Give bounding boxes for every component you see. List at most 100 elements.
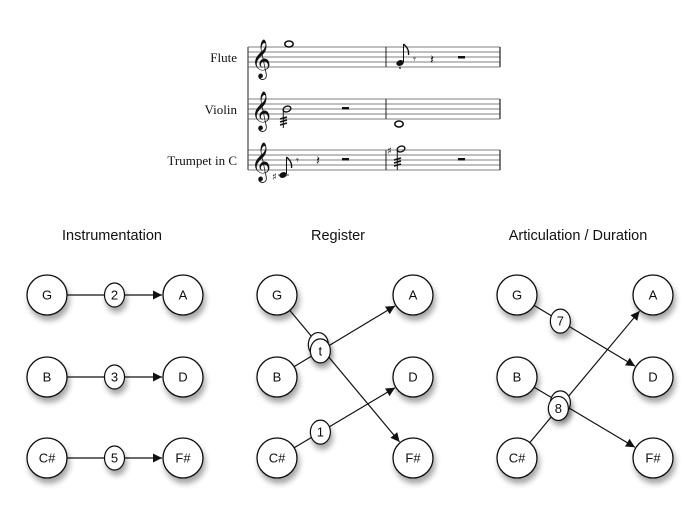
edge-label: 3 xyxy=(103,364,126,390)
node-target-d: D xyxy=(392,356,434,398)
node-circle xyxy=(162,274,204,316)
node-circle xyxy=(496,274,538,316)
treble-clef-icon: 𝄞 xyxy=(251,91,271,132)
tremolo-stroke xyxy=(279,122,288,126)
edge-label-text: 7 xyxy=(557,314,564,329)
node-target-f-sharp: F# xyxy=(632,437,674,479)
node-source-g: G xyxy=(496,274,538,316)
edge-label-text: 5 xyxy=(111,451,118,466)
staff-label-trumpet: Trumpet in C xyxy=(167,153,237,168)
edge-label: t xyxy=(309,338,331,364)
edge-b-to-fs xyxy=(533,386,636,448)
node-circle xyxy=(392,437,434,479)
node-label: D xyxy=(178,370,187,385)
node-circle xyxy=(162,356,204,398)
panel-instrumentation: GBC#ADF#235 xyxy=(26,274,204,479)
sharp-icon: ♯ xyxy=(272,172,277,183)
edge-label-oval xyxy=(103,445,126,471)
edge-label-oval xyxy=(103,364,126,390)
node-label: C# xyxy=(39,451,56,466)
edge-label-text: 1 xyxy=(317,425,324,440)
note-flag xyxy=(286,156,293,169)
eighth-rest: 𝄾 xyxy=(296,154,299,167)
panel-title-register: Register xyxy=(311,228,365,244)
treble-clef-icon: 𝄞 xyxy=(251,142,271,183)
node-circle xyxy=(256,356,298,398)
edge-label-text: 8 xyxy=(555,401,562,416)
node-source-g: G xyxy=(26,274,68,316)
node-source-b: B xyxy=(256,356,298,398)
tremolo-stroke xyxy=(393,163,402,167)
edge-label-oval xyxy=(309,419,331,445)
node-target-f-sharp: F# xyxy=(392,437,434,479)
node-label: B xyxy=(43,370,52,385)
note-flag xyxy=(403,43,410,56)
quarter-rest: 𝄽 xyxy=(430,53,434,68)
edge-label-oval xyxy=(549,308,571,334)
edge-b-to-a xyxy=(293,305,396,368)
eighth-rest: 𝄾 xyxy=(413,53,416,66)
node-label: G xyxy=(272,288,282,303)
node-circle xyxy=(496,356,538,398)
quarter-rest: 𝄽 xyxy=(316,154,320,169)
node-label: A xyxy=(649,288,658,303)
node-circle xyxy=(256,437,298,479)
node-target-a: A xyxy=(392,274,434,316)
whole-note xyxy=(393,120,404,128)
node-source-b: B xyxy=(26,356,68,398)
node-label: C# xyxy=(269,451,286,466)
staccato-dot xyxy=(399,67,401,69)
edge-label: 8 xyxy=(547,395,569,422)
node-source-c-sharp: C# xyxy=(26,437,68,479)
half-rest xyxy=(342,107,349,110)
node-circle xyxy=(496,437,538,479)
node-circle xyxy=(162,437,204,479)
node-label: B xyxy=(513,370,522,385)
node-label: F# xyxy=(405,451,421,466)
edge-label: 7 xyxy=(549,308,571,334)
tremolo-stroke xyxy=(393,157,402,161)
staff-label-violin: Violin xyxy=(204,102,237,117)
edge-label: 5 xyxy=(103,445,126,471)
node-circle xyxy=(256,274,298,316)
half-rest xyxy=(342,158,349,161)
panel-articulation-duration: GBC#ADF#778 xyxy=(496,274,674,479)
whole-note xyxy=(283,40,294,48)
panel-register: GBC#ADF#et1 xyxy=(256,274,434,479)
node-target-a: A xyxy=(632,274,674,316)
node-label: A xyxy=(179,288,188,303)
staff-label-flute: Flute xyxy=(210,50,237,65)
node-label: D xyxy=(408,370,417,385)
node-source-b: B xyxy=(496,356,538,398)
edge-label-oval xyxy=(103,282,126,308)
node-circle xyxy=(632,274,674,316)
node-label: B xyxy=(273,370,282,385)
node-circle xyxy=(392,356,434,398)
panel-title-instrumentation: Instrumentation xyxy=(62,228,162,244)
node-circle xyxy=(26,437,68,479)
edge-label-text: 3 xyxy=(111,370,118,385)
panel-title-articulation-duration: Articulation / Duration xyxy=(508,228,648,244)
edge-label-text: t xyxy=(319,343,323,358)
edge-label-oval xyxy=(547,395,569,422)
half-rest xyxy=(458,158,465,161)
node-circle xyxy=(632,437,674,479)
node-target-d: D xyxy=(162,356,204,398)
tremolo-stroke xyxy=(279,119,288,123)
node-label: C# xyxy=(509,451,526,466)
node-circle xyxy=(632,356,674,398)
music-score: 𝄞𝄞𝄞𝄾𝄽♯𝄾𝄽♯ xyxy=(247,39,501,183)
tremolo-stroke xyxy=(393,160,402,164)
node-label: F# xyxy=(175,451,191,466)
node-label: G xyxy=(42,288,52,303)
node-target-a: A xyxy=(162,274,204,316)
node-target-d: D xyxy=(632,356,674,398)
tremolo-stroke xyxy=(279,116,288,120)
node-circle xyxy=(26,356,68,398)
edge-cs-to-a xyxy=(529,310,641,444)
node-target-f-sharp: F# xyxy=(162,437,204,479)
edge-g-to-fs xyxy=(289,309,401,443)
node-source-c-sharp: C# xyxy=(256,437,298,479)
node-circle xyxy=(26,274,68,316)
